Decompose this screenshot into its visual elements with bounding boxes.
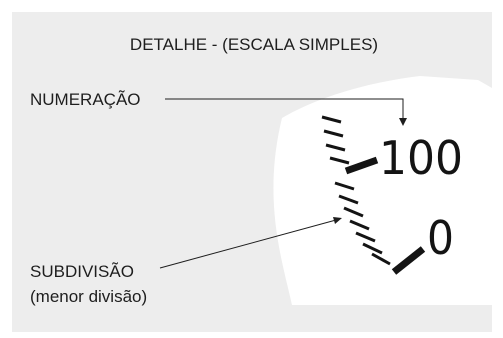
minor-tick (371, 252, 391, 266)
scale-number-0: 0 (427, 211, 454, 265)
minor-tick (343, 206, 364, 218)
minor-tick (325, 143, 346, 152)
scale-number-100: 100 (379, 131, 463, 185)
subdivision-label: SUBDIVISÃO (30, 262, 134, 281)
minor-tick (323, 129, 344, 138)
subdivision-leader-line (159, 219, 337, 269)
numbering-label: NUMERAÇÃO (30, 90, 141, 109)
minor-tick (329, 156, 350, 165)
numbering-leader-line (165, 98, 404, 120)
dial-face (273, 76, 492, 305)
minor-tick (355, 231, 376, 243)
diagram-title: DETALHE - (ESCALA SIMPLES) (130, 35, 378, 54)
numbering-arrowhead (399, 118, 407, 126)
major-tick-0 (391, 246, 426, 275)
minor-tick (338, 194, 359, 205)
scale-ticks (321, 115, 426, 275)
minor-tick (362, 242, 383, 255)
major-tick-100 (344, 156, 379, 175)
minor-tick (349, 219, 370, 231)
minor-tick (334, 181, 355, 191)
subdivision-arrowhead (333, 217, 342, 224)
minor-tick (321, 115, 342, 124)
subdivision-sublabel: (menor divisão) (30, 287, 147, 306)
